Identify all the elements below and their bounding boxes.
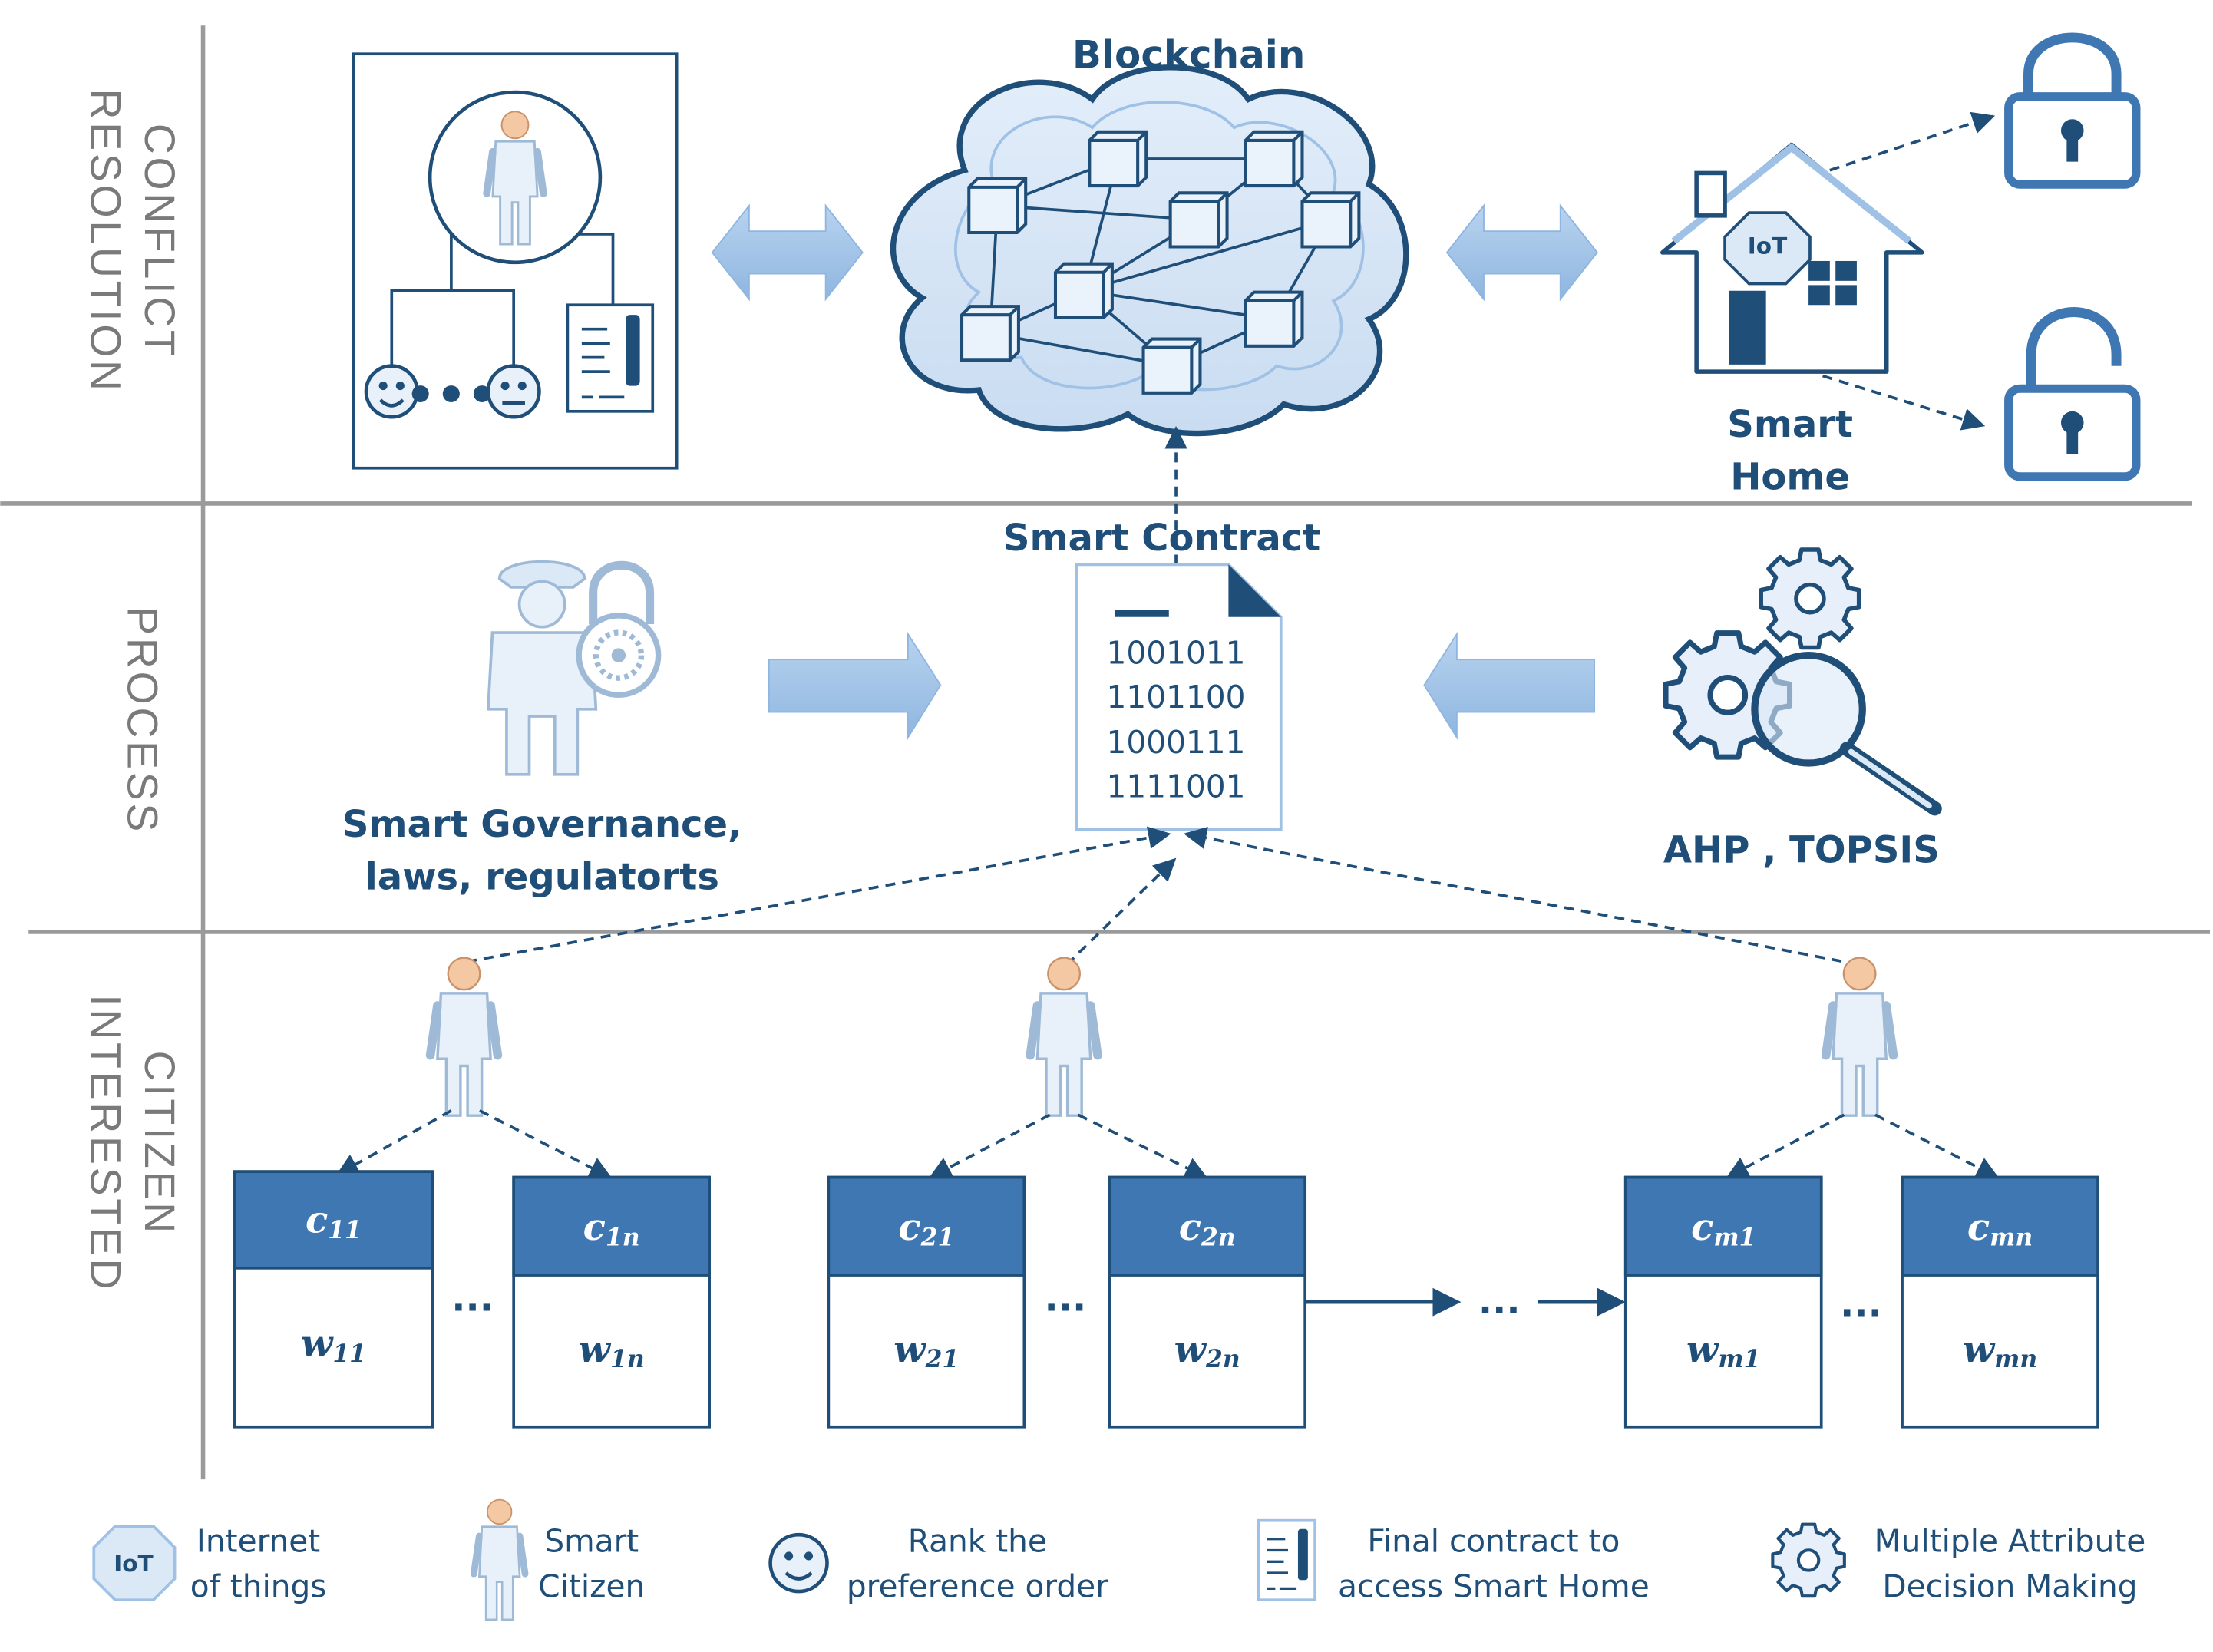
conflict-panel: •••	[352, 52, 679, 470]
svg-text:w11: w11	[301, 1322, 366, 1367]
citizen-2	[1030, 958, 1098, 1116]
neutral-face-icon	[486, 364, 541, 419]
citizen-1	[431, 958, 498, 1116]
iot-octagon-icon: IoT	[92, 1525, 177, 1602]
criteria-box-cmn: cmn wmn	[1901, 1175, 2099, 1429]
governance-label-line2: laws, regulatorts	[365, 855, 719, 898]
citizen-m	[1826, 958, 1894, 1116]
criteria-box-c11: c11 w11	[233, 1170, 434, 1429]
unlocked-padlock-icon	[2009, 307, 2136, 476]
iot-badge: IoT	[1748, 233, 1787, 259]
svg-text:w2n: w2n	[1174, 1328, 1240, 1373]
smart-home-label-line1: Smart	[1727, 403, 1853, 446]
binary-line-4: 1111001	[1107, 768, 1246, 805]
contract-document-icon	[566, 303, 655, 413]
double-arrow-right	[1445, 203, 1598, 302]
ellipsis-group-2: ...	[1045, 1277, 1087, 1320]
legend-rank-line1: Rank the	[908, 1522, 1047, 1559]
svg-text:CITIZEN: CITIZEN	[136, 1051, 183, 1236]
legend-iot-line1: Internet	[197, 1522, 320, 1559]
legend-citizen-line2: Citizen	[538, 1568, 645, 1604]
criteria-box-c21: c21 w21	[827, 1175, 1026, 1429]
blockchain-cloud	[890, 64, 1409, 437]
smart-contract-label: Smart Contract	[1003, 517, 1320, 560]
legend-mcdm-line2: Decision Making	[1882, 1568, 2137, 1604]
binary-line-2: 1101100	[1107, 679, 1246, 715]
svg-text:•••: •••	[405, 367, 497, 423]
arrow-to-contract-left	[768, 631, 942, 741]
svg-text:wm1: wm1	[1686, 1328, 1760, 1373]
binary-line-1: 1001011	[1107, 635, 1246, 672]
lane-label-conflict-resolution: CONFLICT RESOLUTION	[82, 88, 183, 393]
svg-text:c11: c11	[306, 1199, 362, 1244]
lane-label-citizen-interested: CITIZEN INTERESTED	[82, 994, 183, 1292]
svg-text:INTERESTED: INTERESTED	[82, 994, 130, 1292]
criteria-box-c2n: c2n w2n	[1108, 1175, 1307, 1429]
legend-iot-line2: of things	[190, 1568, 327, 1604]
ellipsis-group-1: ...	[451, 1277, 494, 1320]
binary-line-3: 1000111	[1107, 724, 1246, 761]
criteria-box-cm1: cm1 wm1	[1623, 1175, 1823, 1429]
smiley-icon	[768, 1532, 829, 1594]
svg-text:c2n: c2n	[1179, 1206, 1236, 1251]
smart-contract-document	[1075, 563, 1283, 831]
svg-text:cm1: cm1	[1691, 1206, 1756, 1251]
arrow-to-contract-right	[1423, 631, 1596, 741]
svg-text:c21: c21	[898, 1206, 954, 1251]
svg-text:IoT: IoT	[114, 1551, 153, 1577]
svg-text:cmn: cmn	[1967, 1206, 2033, 1251]
smart-home-label-line2: Home	[1730, 455, 1850, 498]
svg-text:RESOLUTION: RESOLUTION	[82, 88, 130, 393]
governance-label-line1: Smart Governance,	[342, 803, 742, 846]
smiley-icon	[364, 364, 419, 419]
svg-text:w21: w21	[893, 1328, 959, 1373]
legend-citizen-line1: Smart	[544, 1522, 639, 1559]
legend-contract-line1: Final contract to	[1367, 1522, 1620, 1559]
svg-text:wmn: wmn	[1963, 1328, 2037, 1373]
criteria-box-c1n: c1n w1n	[512, 1175, 711, 1429]
svg-text:CONFLICT: CONFLICT	[136, 124, 183, 359]
smart-home-icon	[1660, 142, 1924, 374]
smart-citizen-icon	[474, 1500, 525, 1620]
mcdm-gears-icon	[1666, 550, 1942, 816]
gear-icon	[1772, 1525, 1844, 1596]
locked-padlock-icon	[2009, 32, 2136, 184]
svg-text:w1n: w1n	[579, 1328, 645, 1373]
svg-text:PROCESS: PROCESS	[119, 606, 167, 834]
lane-label-process: PROCESS	[119, 606, 167, 834]
ahp-topsis-label: AHP , TOPSIS	[1663, 828, 1940, 871]
ellipsis-group-m: ...	[1840, 1283, 1882, 1326]
svg-text:c1n: c1n	[583, 1206, 640, 1251]
legend-rank-line2: preference order	[847, 1568, 1108, 1604]
legend-mcdm-line1: Multiple Attribute	[1874, 1522, 2146, 1559]
governance-officer-icon	[486, 560, 662, 776]
legend: IoT Internet of things Smart Citizen Ran…	[92, 1500, 2146, 1620]
double-arrow-left	[711, 203, 864, 302]
blockchain-label: Blockchain	[1072, 33, 1305, 78]
ellipsis-between-groups: ...	[1478, 1280, 1521, 1323]
legend-contract-line2: access Smart Home	[1338, 1568, 1650, 1604]
contract-document-icon	[1257, 1518, 1316, 1602]
lane-dividers	[0, 25, 2210, 1480]
